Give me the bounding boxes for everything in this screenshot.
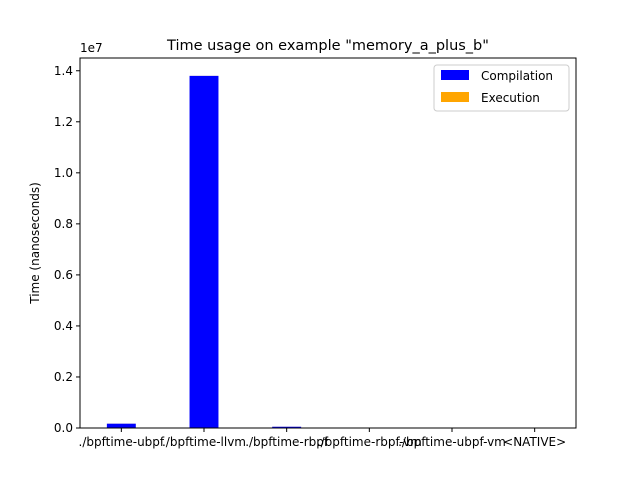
legend-swatch-execution [441, 92, 469, 102]
chart-title: Time usage on example "memory_a_plus_b" [166, 38, 489, 54]
legend-label-compilation: Compilation [481, 69, 553, 83]
y-axis: 0.0 0.2 0.4 0.6 0.8 1.0 1.2 1.4 [54, 64, 80, 435]
y-tick-label: 1.2 [54, 115, 73, 129]
bar-compilation-0 [106, 423, 136, 428]
x-tick-label: <NATIVE> [503, 435, 566, 449]
plot-frame [79, 57, 577, 429]
x-tick-label: ./bpftime-rbpf [245, 435, 329, 449]
bar-compilation-2 [272, 426, 302, 428]
x-tick-label: ./bpftime-ubpf-vm [398, 435, 506, 449]
legend-label-execution: Execution [481, 91, 540, 105]
y-tick-label: 0.8 [54, 217, 73, 231]
y-tick-label: 1.0 [54, 166, 73, 180]
x-tick-label: ./bpftime-ubpf [79, 435, 165, 449]
x-axis: ./bpftime-ubpf./bpftime-llvm./bpftime-rb… [79, 428, 566, 449]
y-axis-offset-label: 1e7 [80, 41, 103, 55]
bar-compilation-1 [189, 75, 219, 429]
y-axis-label: Time (nanoseconds) [28, 182, 42, 305]
y-tick-label: 0.2 [54, 370, 73, 384]
x-tick-label: ./bpftime-rbpf-vm [317, 435, 422, 449]
legend-swatch-compilation [441, 70, 469, 80]
bars-layer [106, 75, 550, 429]
y-tick-label: 0.0 [54, 421, 73, 435]
y-tick-label: 1.4 [54, 64, 73, 78]
y-tick-label: 0.4 [54, 319, 73, 333]
legend: Compilation Execution [433, 64, 570, 112]
x-tick-label: ./bpftime-llvm [162, 435, 246, 449]
y-tick-label: 0.6 [54, 268, 73, 282]
